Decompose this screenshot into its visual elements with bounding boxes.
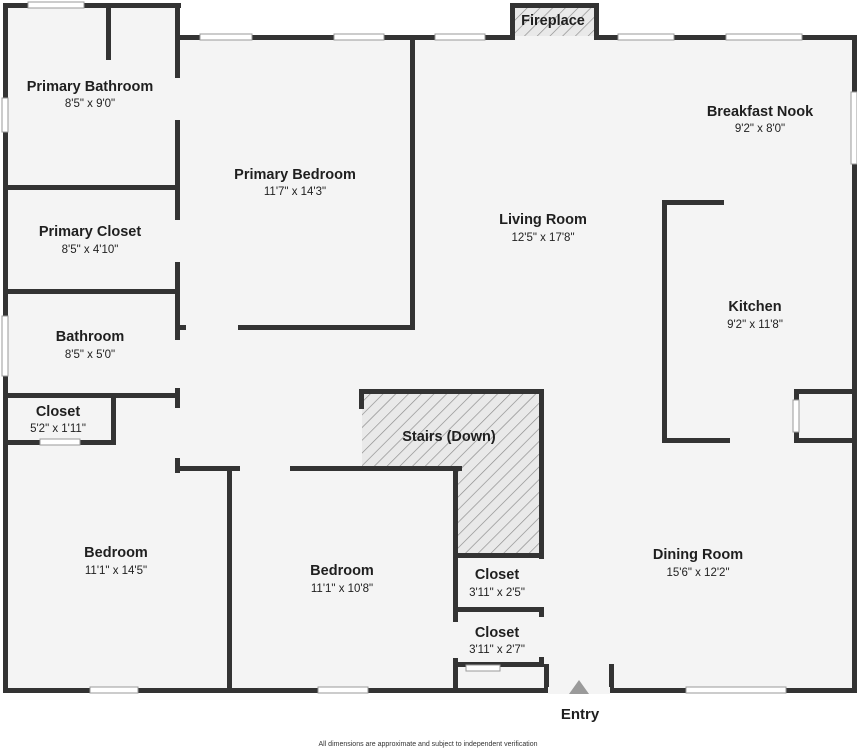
room-dims-breakfast-nook: 9'2" x 8'0": [735, 123, 785, 135]
room-dims-dining-room: 15'6" x 12'2": [666, 567, 729, 579]
room-dims-primary-bathroom: 8'5" x 9'0": [65, 98, 115, 110]
footer-note: All dimensions are approximate and subje…: [318, 741, 537, 748]
room-name-living-room: Living Room: [499, 212, 587, 228]
room-name-breakfast-nook: Breakfast Nook: [707, 104, 814, 120]
entry-label: Entry: [561, 706, 600, 723]
room-dims-bedroom-middle: 11'1" x 10'8": [311, 583, 373, 595]
room-dims-primary-bedroom: 11'7" x 14'3": [264, 186, 326, 198]
room-name-closet-small: Closet: [36, 404, 80, 420]
room-name-primary-bedroom: Primary Bedroom: [234, 167, 356, 183]
room-dims-closet-lower: 3'11" x 2'7": [469, 644, 525, 656]
room-name-kitchen: Kitchen: [728, 299, 781, 315]
room-name-primary-bathroom: Primary Bathroom: [27, 79, 154, 95]
room-name-bedroom-middle: Bedroom: [310, 563, 374, 579]
room-dims-kitchen: 9'2" x 11'8": [727, 319, 783, 331]
stairs-hatch: [362, 392, 541, 556]
room-dims-closet-upper: 3'11" x 2'5": [469, 587, 525, 599]
windows: [1, 1, 857, 694]
stairs-label: Stairs (Down): [402, 429, 496, 445]
room-name-primary-closet: Primary Closet: [39, 224, 142, 240]
room-name-bedroom-left: Bedroom: [84, 545, 148, 561]
room-dims-bedroom-left: 11'1" x 14'5": [85, 565, 147, 577]
entry-arrow-icon: [569, 680, 589, 694]
room-dims-living-room: 12'5" x 17'8": [511, 232, 574, 244]
room-name-closet-upper: Closet: [475, 567, 519, 583]
room-name-dining-room: Dining Room: [653, 547, 743, 563]
labels: Fireplace Primary Bathroom 8'5" x 9'0" P…: [27, 13, 814, 748]
floor-area: [4, 4, 856, 692]
fireplace-hatch: [512, 4, 596, 36]
room-dims-closet-small: 5'2" x 1'11": [30, 423, 86, 435]
room-dims-bathroom: 8'5" x 5'0": [65, 349, 115, 361]
room-dims-primary-closet: 8'5" x 4'10": [62, 244, 119, 256]
room-name-closet-lower: Closet: [475, 625, 519, 641]
fireplace-label: Fireplace: [521, 13, 585, 29]
room-name-bathroom: Bathroom: [56, 329, 124, 345]
